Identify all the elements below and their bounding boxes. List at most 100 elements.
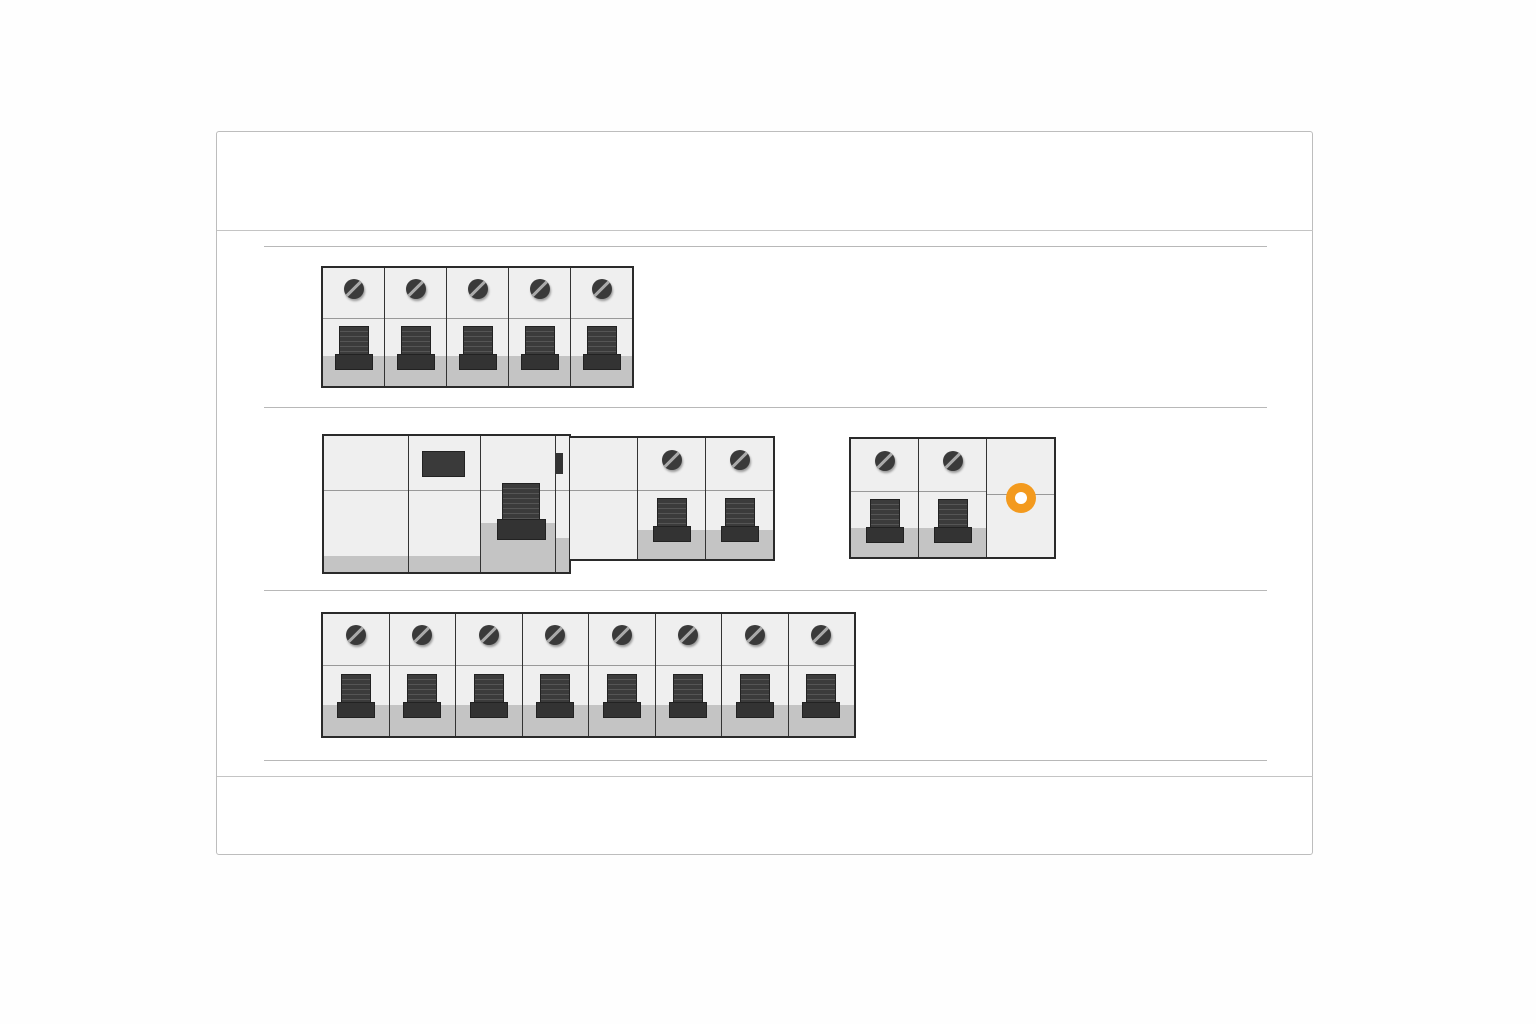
breaker-group-3 <box>849 437 1056 559</box>
module-divider <box>389 665 455 666</box>
module-divider <box>851 491 918 492</box>
toggle-lever-icon[interactable] <box>937 499 968 529</box>
screw-icon <box>811 625 832 645</box>
indicator-window-icon <box>422 451 465 477</box>
blank-module <box>324 436 409 572</box>
toggle-base-icon <box>865 527 904 543</box>
toggle-base-icon <box>396 354 435 370</box>
circuit-breaker[interactable] <box>323 614 390 736</box>
circuit-breaker[interactable] <box>788 614 854 736</box>
breaker-row-1 <box>321 266 634 388</box>
toggle-lever-icon[interactable] <box>338 326 369 356</box>
circuit-breaker[interactable] <box>389 614 456 736</box>
screw-icon <box>545 625 566 645</box>
circuit-breaker[interactable] <box>655 614 722 736</box>
indicator-light-icon <box>1005 483 1036 513</box>
panel-top-divider <box>217 230 1313 231</box>
panel-bottom-divider <box>217 776 1313 777</box>
main-switch-module[interactable] <box>481 436 556 572</box>
toggle-lever-icon[interactable] <box>806 674 837 704</box>
toggle-base-icon <box>520 354 559 370</box>
screw-icon <box>744 625 765 645</box>
toggle-base-icon <box>336 702 375 718</box>
screw-icon <box>412 625 433 645</box>
toggle-base-icon <box>497 519 546 540</box>
circuit-breaker[interactable] <box>522 614 589 736</box>
indicator-light-module <box>987 439 1054 557</box>
screw-icon <box>661 450 682 470</box>
main-switch-block <box>322 434 571 574</box>
module-divider <box>570 490 637 491</box>
toggle-lever-icon[interactable] <box>724 498 755 528</box>
circuit-breaker[interactable] <box>456 614 523 736</box>
breaker-group-2 <box>570 436 775 561</box>
side-tab-module <box>556 436 569 572</box>
toggle-lever-icon[interactable] <box>524 326 555 356</box>
module-divider <box>722 665 788 666</box>
toggle-base-icon <box>652 526 691 542</box>
module-divider <box>571 318 632 319</box>
circuit-breaker[interactable] <box>706 438 773 559</box>
toggle-lever-icon[interactable] <box>586 326 617 356</box>
module-divider <box>385 318 446 319</box>
circuit-breaker[interactable] <box>722 614 789 736</box>
module-divider <box>655 665 721 666</box>
screw-icon <box>874 451 895 471</box>
toggle-lever-icon[interactable] <box>869 499 900 529</box>
toggle-lever-icon[interactable] <box>673 674 704 704</box>
screw-icon <box>529 279 550 299</box>
din-rail-line <box>264 407 1267 408</box>
toggle-base-icon <box>720 526 759 542</box>
screw-icon <box>942 451 963 471</box>
screw-icon <box>345 625 366 645</box>
toggle-lever-icon[interactable] <box>502 483 540 521</box>
blank-module <box>570 438 638 559</box>
toggle-lever-icon[interactable] <box>606 674 637 704</box>
circuit-breaker[interactable] <box>509 268 571 386</box>
module-divider <box>788 665 854 666</box>
module-divider <box>919 491 986 492</box>
toggle-base-icon <box>536 702 575 718</box>
tab-icon <box>556 453 563 474</box>
toggle-lever-icon[interactable] <box>540 674 571 704</box>
toggle-base-icon <box>802 702 841 718</box>
indicator-module <box>409 436 481 572</box>
toggle-lever-icon[interactable] <box>407 674 438 704</box>
circuit-breaker[interactable] <box>589 614 656 736</box>
module-divider <box>706 490 773 491</box>
toggle-lever-icon[interactable] <box>340 674 371 704</box>
module-divider <box>323 665 389 666</box>
toggle-base-icon <box>933 527 972 543</box>
circuit-breaker[interactable] <box>447 268 509 386</box>
toggle-lever-icon[interactable] <box>400 326 431 356</box>
screw-icon <box>611 625 632 645</box>
module-divider <box>522 665 588 666</box>
din-rail-line <box>264 246 1267 247</box>
toggle-lever-icon[interactable] <box>462 326 493 356</box>
toggle-base-icon <box>582 354 621 370</box>
module-divider <box>509 318 570 319</box>
circuit-breaker[interactable] <box>385 268 447 386</box>
screw-icon <box>729 450 750 470</box>
toggle-base-icon <box>669 702 708 718</box>
din-rail-line <box>264 760 1267 761</box>
toggle-base-icon <box>458 354 497 370</box>
circuit-breaker[interactable] <box>323 268 385 386</box>
toggle-lever-icon[interactable] <box>656 498 687 528</box>
toggle-base-icon <box>735 702 774 718</box>
breaker-row-3 <box>321 612 856 738</box>
toggle-base-icon <box>403 702 442 718</box>
module-divider <box>589 665 655 666</box>
din-rail-line <box>264 590 1267 591</box>
toggle-base-icon <box>334 354 373 370</box>
circuit-breaker[interactable] <box>638 438 706 559</box>
screw-icon <box>478 625 499 645</box>
module-divider <box>456 665 522 666</box>
module-divider <box>638 490 705 491</box>
circuit-breaker[interactable] <box>851 439 919 557</box>
toggle-lever-icon[interactable] <box>739 674 770 704</box>
toggle-lever-icon[interactable] <box>473 674 504 704</box>
circuit-breaker[interactable] <box>919 439 987 557</box>
screw-icon <box>678 625 699 645</box>
circuit-breaker[interactable] <box>571 268 632 386</box>
